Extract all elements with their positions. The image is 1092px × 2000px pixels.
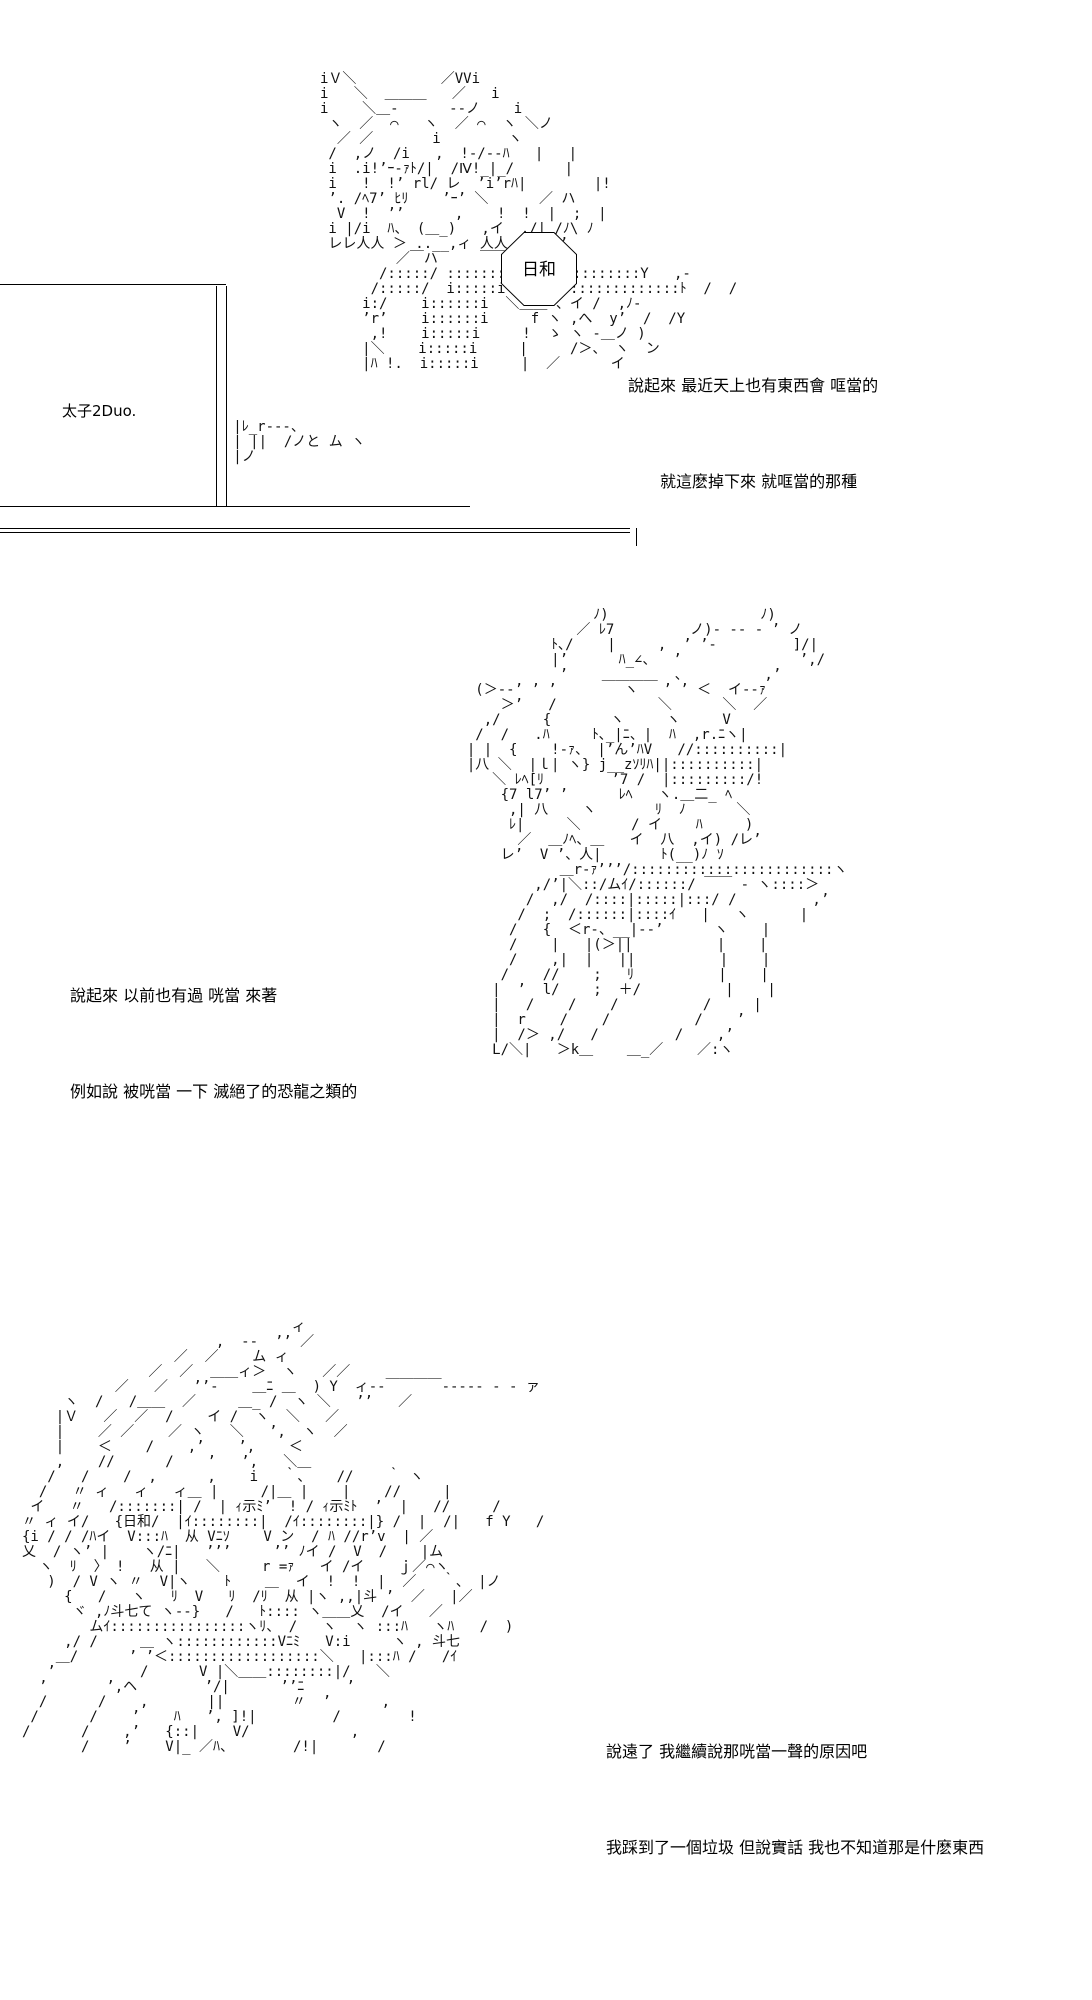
panel-2-caption: 說起來 以前也有過 咣當 來著 例如說 被咣當 一下 滅絕了的恐龍之類的 <box>70 916 357 1172</box>
girl-character-art: ﾉ) ﾉ) ／ ﾚ7 ノ)‐ ‐‐ ‐ ’ ノ ﾄ､/ | , ’ ’‐ ]/|… <box>466 607 848 1058</box>
caption-line: 說起來 最近天上也有東西會 哐當的 <box>628 376 879 395</box>
monitor-top-line <box>0 284 226 285</box>
computer-label: 太子2Duo. <box>62 402 137 420</box>
caption-line: 說遠了 我繼續說那咣當一聲的原因吧 <box>606 1742 868 1761</box>
monitor-right-edge-outer <box>216 286 217 506</box>
monitor-right-edge-inner <box>226 286 227 506</box>
spiky-character-art: ィ , ‐‐ ’’ ／ ／ ／ ム ィ ／ ／ ＿＿ィ＞ ヽ ／／ ／ ／ ’’… <box>22 1319 545 1755</box>
caption-line: 就這麽掉下來 就哐當的那種 <box>660 472 858 491</box>
panel-1-caption: 說起來 最近天上也有東西會 哐當的 就這麽掉下來 就哐當的那種 <box>628 306 878 562</box>
cat-character-art: iＶ＼ ／VVi i ＼ ＿＿＿ ／ i i ＼＿‐ ‐‐ノ i ヽ ／ ⌒ ヽ… <box>320 71 738 372</box>
panel-3: ィ , ‐‐ ’’ ／ ／ ／ ム ィ ／ ／ ＿＿ィ＞ ヽ ／／ ／ ／ ’’… <box>0 1310 1092 2000</box>
desk-line-2 <box>0 528 630 529</box>
computer-art: |ﾚ_r‐‐‐、 | || /ノと ム ヽ |ノ <box>233 419 366 465</box>
desk-right-edge <box>636 528 637 546</box>
caption-line: 說起來 以前也有過 咣當 來著 <box>70 986 278 1005</box>
panel-1: 太子2Duo. iＶ＼ ／VVi i ＼ ＿＿＿ ／ i i ＼＿‐ ‐‐ノ i… <box>0 0 1092 560</box>
sign-text: 日和 <box>522 260 556 280</box>
panel-3-caption: 說遠了 我繼續說那咣當一聲的原因吧 我踩到了一個垃圾 但說實話 我也不知道那是什… <box>606 1672 984 1928</box>
caption-line: 我踩到了一個垃圾 但說實話 我也不知道那是什麽東西 <box>606 1838 985 1857</box>
sign-board <box>502 233 576 305</box>
desk-line-1 <box>0 506 470 507</box>
panel-2: ﾉ) ﾉ) ／ ﾚ7 ノ)‐ ‐‐ ‐ ’ ノ ﾄ､/ | , ’ ’‐ ]/|… <box>0 590 1092 1290</box>
caption-line: 例如說 被咣當 一下 滅絕了的恐龍之類的 <box>70 1082 358 1101</box>
desk-line-3 <box>0 532 630 533</box>
